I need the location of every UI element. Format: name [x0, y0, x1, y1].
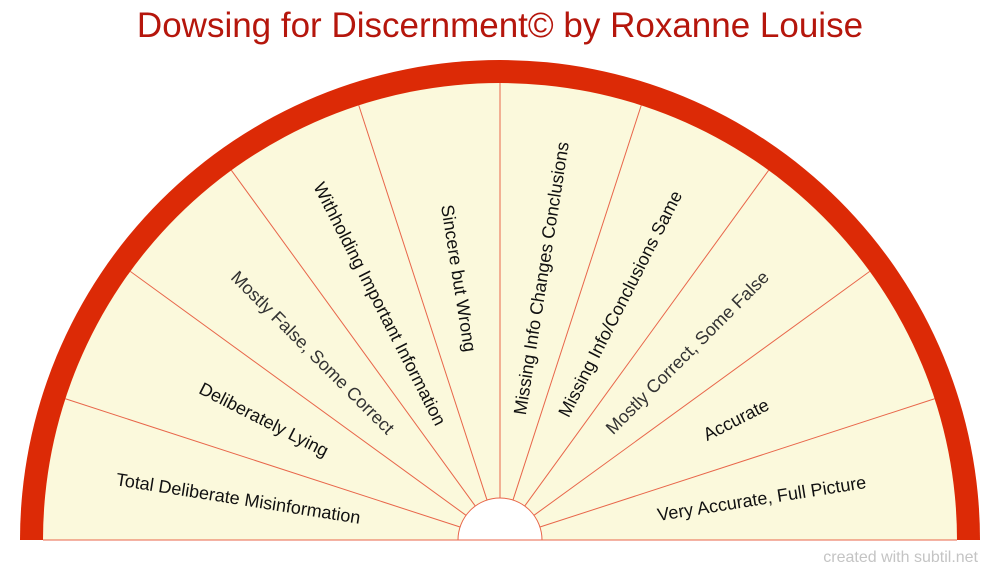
- segment-divider: [524, 169, 770, 507]
- center-hub: [458, 498, 542, 540]
- segment-divider: [539, 398, 935, 528]
- segment-divider: [512, 105, 642, 501]
- credit-text: created with subtil.net: [823, 549, 978, 566]
- segment-divider: [129, 270, 467, 516]
- center-hub-outline: [457, 497, 543, 541]
- segment-divider: [65, 398, 461, 528]
- segment-divider: [230, 169, 476, 507]
- segment-divider: [358, 105, 488, 501]
- chart-title: Dowsing for Discernment© by Roxanne Loui…: [136, 6, 864, 45]
- segment-divider: [533, 270, 871, 516]
